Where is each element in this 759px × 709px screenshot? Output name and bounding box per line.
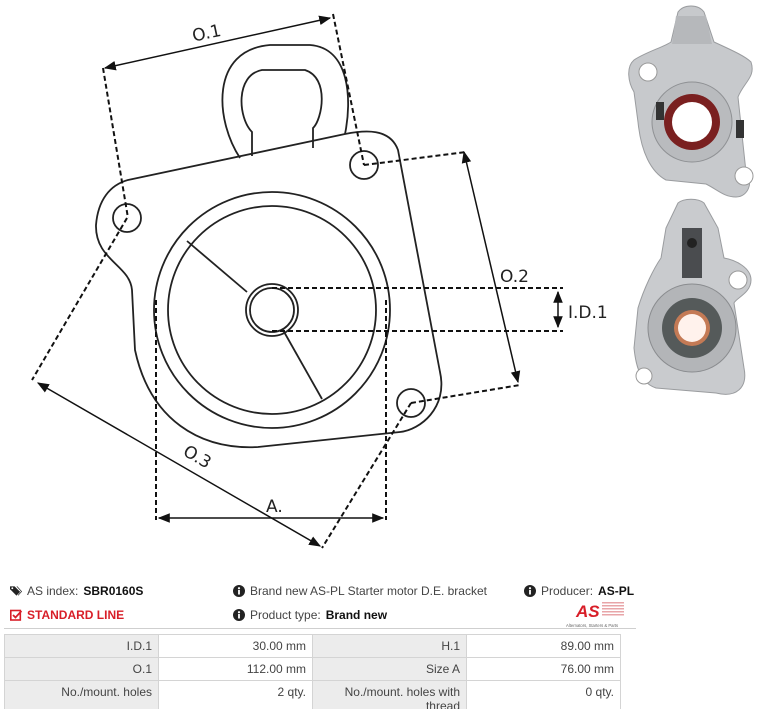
as-index-label: AS index: (27, 584, 79, 598)
spec-value: 89.00 mm (466, 634, 621, 658)
standard-line-label: STANDARD LINE (27, 608, 125, 622)
specs-table: I.D.1 30.00 mm H.1 89.00 mm O.1 112.00 m… (4, 634, 621, 709)
product-photo-rear[interactable] (626, 198, 756, 403)
producer: Producer: AS-PL (524, 584, 634, 598)
bracket-rear-image (633, 198, 752, 395)
info-icon (524, 585, 536, 597)
info-icon (233, 609, 245, 621)
spec-value: 112.00 mm (158, 657, 313, 681)
checkbox-checked-icon (10, 609, 22, 621)
logo-text: AS (575, 602, 600, 621)
divider (4, 628, 636, 629)
product-type: Product type: Brand new (233, 608, 387, 622)
dim-label-o2: O.2 (500, 267, 529, 287)
bracket-drawing: O.1 O.2 I.D.1 O.3 A. (31, 13, 608, 549)
as-index-value: SBR0160S (83, 584, 144, 598)
table-row: O.1 112.00 mm Size A 76.00 mm (4, 657, 621, 681)
as-index: AS index: SBR0160S (10, 584, 143, 598)
spec-value: 0 qty. (466, 680, 621, 709)
table-row: No./mount. holes 2 qty. No./mount. holes… (4, 680, 621, 709)
spec-label: No./mount. holes (4, 680, 159, 709)
producer-label: Producer: (541, 584, 594, 598)
description: Brand new AS-PL Starter motor D.E. brack… (233, 584, 487, 598)
dim-label-id1: I.D.1 (568, 303, 608, 323)
spec-label: No./mount. holes with thread (312, 680, 467, 709)
spec-label: Size A (312, 657, 467, 681)
tags-icon (10, 585, 22, 597)
spec-value: 76.00 mm (466, 657, 621, 681)
bracket-front-image (628, 5, 754, 198)
spec-label: O.1 (4, 657, 159, 681)
table-row: I.D.1 30.00 mm H.1 89.00 mm (4, 634, 621, 658)
info-icon (233, 585, 245, 597)
description-text: Brand new AS-PL Starter motor D.E. brack… (250, 584, 487, 598)
product-type-value: Brand new (325, 608, 388, 622)
product-info: AS index: SBR0160S STANDARD LINE Brand n… (0, 580, 640, 630)
technical-diagram: O.1 O.2 I.D.1 O.3 A. (31, 13, 608, 549)
standard-line-badge: STANDARD LINE (10, 608, 124, 622)
spec-label: H.1 (312, 634, 467, 658)
spec-label: I.D.1 (4, 634, 159, 658)
spec-value: 30.00 mm (158, 634, 313, 658)
producer-value: AS-PL (598, 584, 635, 598)
as-pl-logo: AS Alternators, Starters & Parts (566, 600, 626, 630)
product-type-label: Product type: (250, 608, 321, 622)
spec-value: 2 qty. (158, 680, 313, 709)
dim-label-a: A. (266, 497, 283, 517)
logo-tagline: Alternators, Starters & Parts (566, 623, 618, 628)
product-photo-front[interactable] (626, 2, 756, 198)
